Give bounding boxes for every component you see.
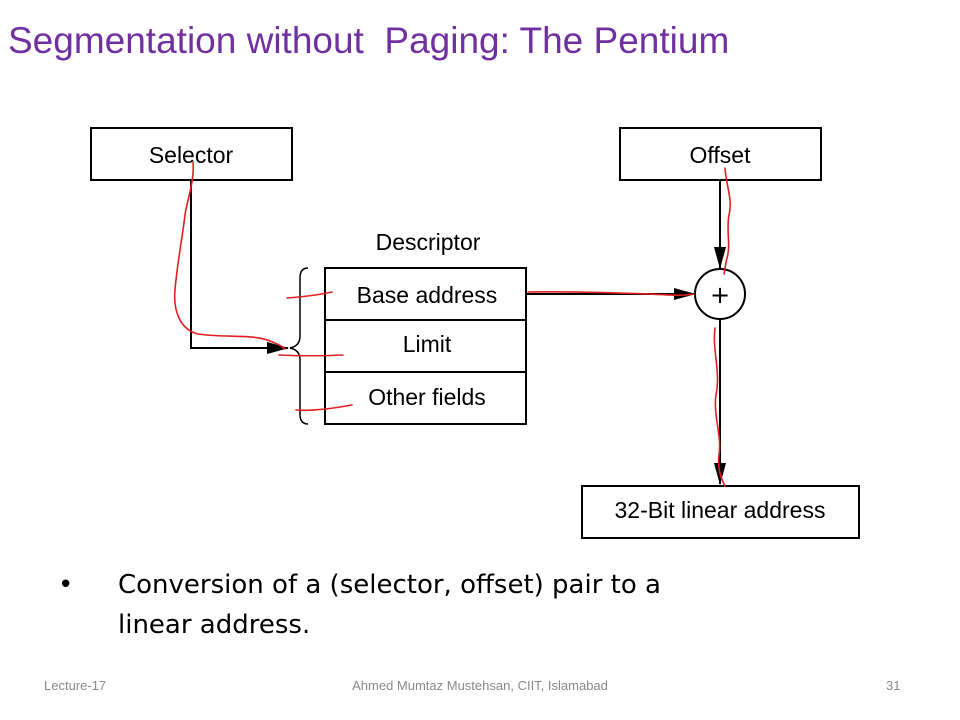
selector-box: Selector [90,127,293,181]
annotation-base-to-adder [527,290,695,296]
pen-annotations [173,161,732,487]
annotation-other-tick [295,404,353,412]
adder-circle: + [694,268,746,320]
annotation-output-path [713,327,726,487]
linear-address-box: 32-Bit linear address [581,485,860,539]
annotation-limit-tick [278,354,344,357]
descriptor-table: Base address Limit Other fields [324,267,527,425]
descriptor-field-base-address: Base address [357,282,498,308]
bullet-marker: • [58,570,74,600]
descriptor-brace [289,267,309,425]
annotation-offset-path [723,167,732,275]
descriptor-heading: Descriptor [376,229,481,255]
adder-symbol: + [710,281,730,309]
selector-label: Selector [149,142,234,168]
bullet-text: Conversion of a (selector, offset) pair … [118,570,661,640]
offset-box: Offset [619,127,822,181]
annotation-selector-path [173,161,286,350]
offset-label: Offset [690,142,752,168]
descriptor-field-other-fields: Other fields [368,384,486,410]
descriptor-field-limit: Limit [403,331,452,357]
selector-to-descriptor-arrow [190,180,289,354]
annotation-base-tick [286,291,333,299]
footer-lecture: Lecture-17 [44,678,107,693]
footer-page-number: 31 [886,678,901,693]
slide-title: Segmentation without Paging: The Pentium [8,20,730,61]
linear-address-label: 32-Bit linear address [615,497,826,523]
footer-author: Ahmed Mumtaz Mustehsan, CIIT, Islamabad [352,678,608,693]
